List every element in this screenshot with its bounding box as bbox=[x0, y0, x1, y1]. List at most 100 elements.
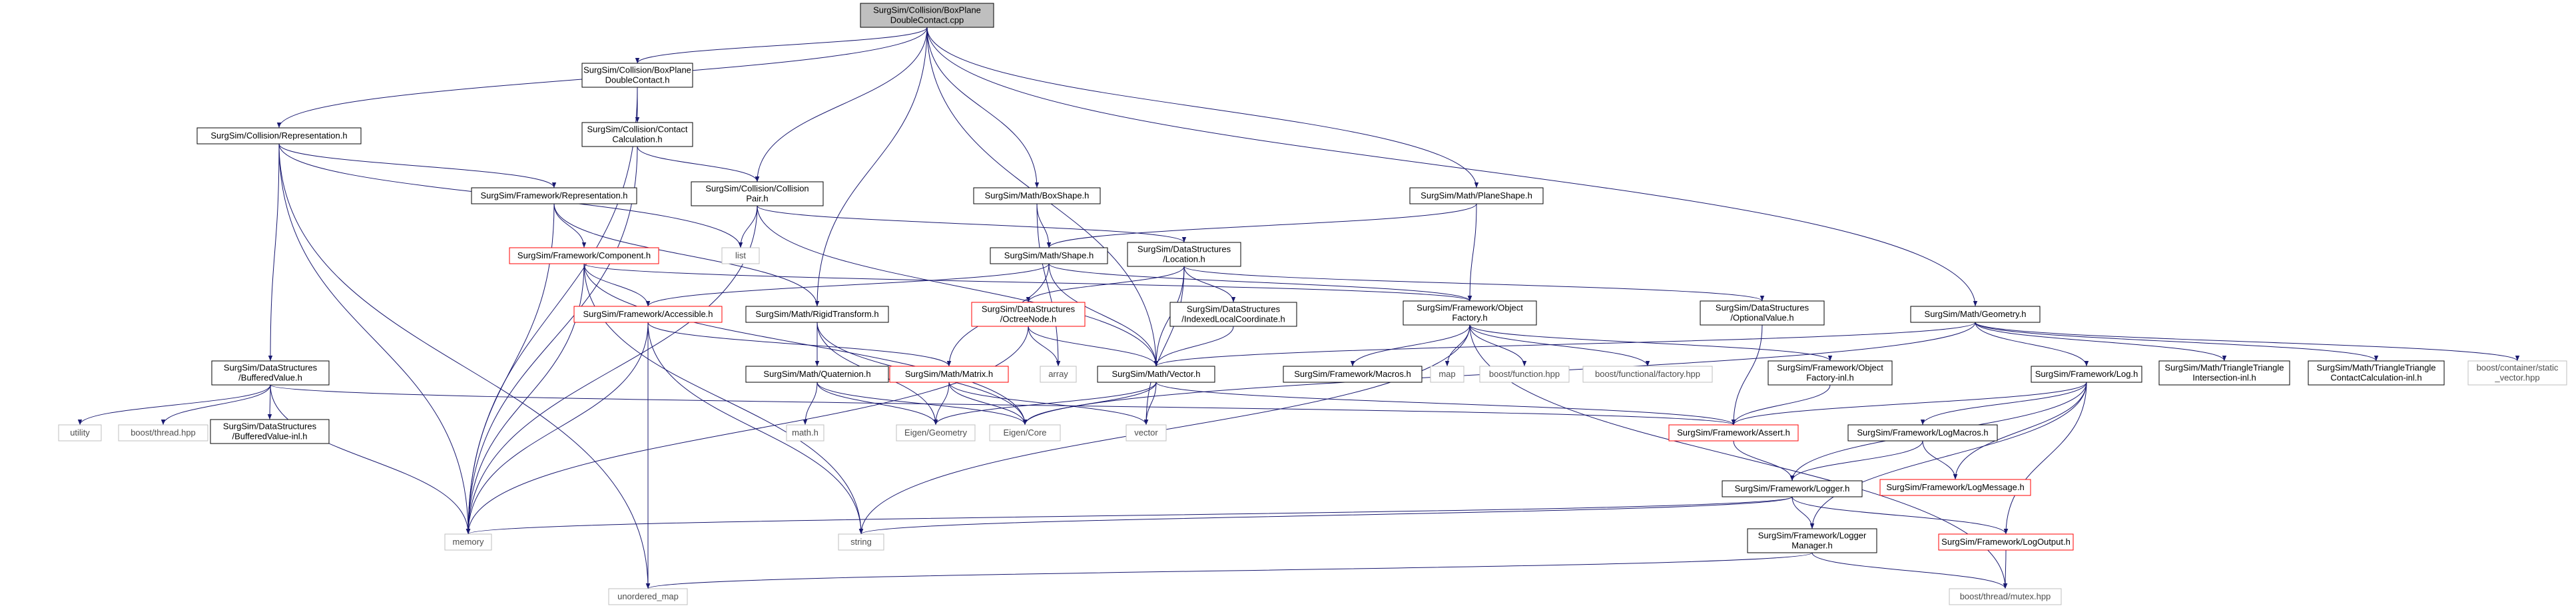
node-boost_thread: boost/thread.hpp bbox=[118, 424, 208, 442]
edge-fw_component-to-memory bbox=[466, 263, 585, 535]
node-ds_buffered_inl-label: /BufferedValue-inl.h bbox=[232, 432, 308, 442]
edge-fw_accessible-to-math_matrix bbox=[647, 322, 952, 367]
node-boost_funcfactory: boost/functional/factory.hpp bbox=[1582, 366, 1713, 383]
node-math_shape[interactable]: SurgSim/Math/Shape.h bbox=[990, 247, 1108, 264]
node-math_geometry[interactable]: SurgSim/Math/Geometry.h bbox=[1910, 306, 2041, 323]
edge-math_quat-to-math_h bbox=[803, 382, 818, 426]
node-boost_static_vector-label: boost/container/static bbox=[2477, 363, 2559, 373]
edge-contact_calc-to-coll_pair bbox=[637, 146, 760, 182]
node-ds_optional-label: SurgSim/DataStructures bbox=[1716, 303, 1809, 313]
node-math_matrix-box bbox=[889, 366, 1009, 383]
node-ds_octree-label: /OctreeNode.h bbox=[1000, 314, 1057, 324]
node-fw_logmacros-label: SurgSim/Framework/LogMacros.h bbox=[1857, 428, 1988, 438]
node-fw_repr[interactable]: SurgSim/Framework/Representation.h bbox=[471, 187, 637, 204]
node-boost_mutex-box bbox=[1949, 588, 2062, 605]
node-root[interactable]: SurgSim/Collision/BoxPlaneDoubleContact.… bbox=[860, 3, 994, 28]
node-array-label: array bbox=[1048, 369, 1068, 379]
node-eigen_core-label: Eigen/Core bbox=[1003, 428, 1046, 438]
node-fw_logger-label: SurgSim/Framework/Logger.h bbox=[1735, 483, 1850, 493]
node-fw_component[interactable]: SurgSim/Framework/Component.h bbox=[509, 247, 659, 264]
node-boost_function: boost/function.hpp bbox=[1479, 366, 1570, 383]
node-math_matrix-label: SurgSim/Math/Matrix.h bbox=[905, 369, 993, 379]
edge-coll_pair-to-memory bbox=[466, 205, 758, 535]
edge-fw_accessible-to-memory bbox=[466, 322, 649, 535]
node-layer: SurgSim/Collision/BoxPlaneDoubleContact.… bbox=[58, 3, 2567, 605]
node-plane_shape-label: SurgSim/Math/PlaneShape.h bbox=[1421, 190, 1532, 200]
node-string: string bbox=[838, 533, 884, 551]
node-coll_repr-label: SurgSim/Collision/Representation.h bbox=[210, 131, 347, 141]
node-map-label: map bbox=[1439, 369, 1455, 379]
node-list-label: list bbox=[735, 250, 746, 260]
edge-fw_log-to-fw_logoutput bbox=[2003, 382, 2087, 535]
edge-layer bbox=[77, 27, 2519, 589]
node-tti_inl[interactable]: SurgSim/Math/TriangleTriangleIntersectio… bbox=[2158, 360, 2290, 386]
edge-root-to-math_geometry bbox=[926, 27, 1978, 307]
node-fw_logoutput[interactable]: SurgSim/Framework/LogOutput.h bbox=[1938, 533, 2074, 551]
node-ds_ilc-label: SurgSim/DataStructures bbox=[1187, 304, 1281, 314]
node-math_quat[interactable]: SurgSim/Math/Quaternion.h bbox=[745, 366, 889, 383]
edge-math_matrix-to-eigen_core bbox=[948, 382, 1028, 426]
node-ds_location[interactable]: SurgSim/DataStructures/Location.h bbox=[1127, 242, 1241, 267]
node-math_quat-label: SurgSim/Math/Quaternion.h bbox=[763, 369, 870, 379]
node-fw_logmessage[interactable]: SurgSim/Framework/LogMessage.h bbox=[1879, 479, 2031, 496]
node-bpdc_h[interactable]: SurgSim/Collision/BoxPlaneDoubleContact.… bbox=[581, 63, 693, 88]
node-fw_log[interactable]: SurgSim/Framework/Log.h bbox=[2031, 366, 2142, 383]
node-contact_calc[interactable]: SurgSim/Collision/ContactCalculation.h bbox=[581, 122, 693, 147]
node-fw_assert[interactable]: SurgSim/Framework/Assert.h bbox=[1668, 424, 1799, 442]
node-math_matrix[interactable]: SurgSim/Math/Matrix.h bbox=[889, 366, 1009, 383]
edge-ds_buffered-to-utility bbox=[77, 384, 271, 426]
node-coll_pair-label: SurgSim/Collision/Collision bbox=[705, 184, 808, 194]
node-ds_octree-box bbox=[971, 302, 1086, 327]
edge-math_shape-to-math_vector bbox=[1048, 263, 1159, 367]
edge-ds_octree-to-array bbox=[1028, 326, 1061, 367]
edge-fw_objfactory_inl-to-fw_assert bbox=[1731, 384, 1831, 426]
node-ttcc_inl[interactable]: SurgSim/Math/TriangleTriangleContactCalc… bbox=[2308, 360, 2445, 386]
edge-fw_logger-to-memory bbox=[466, 496, 1793, 535]
node-fw_component-box bbox=[509, 247, 659, 264]
node-tti_inl-box bbox=[2158, 360, 2290, 386]
node-ds_ilc[interactable]: SurgSim/DataStructures/IndexedLocalCoord… bbox=[1169, 302, 1297, 327]
node-box_shape[interactable]: SurgSim/Math/BoxShape.h bbox=[973, 187, 1101, 204]
node-coll_repr[interactable]: SurgSim/Collision/Representation.h bbox=[196, 127, 362, 145]
node-plane_shape[interactable]: SurgSim/Math/PlaneShape.h bbox=[1409, 187, 1544, 204]
node-ds_buffered[interactable]: SurgSim/DataStructures/BufferedValue.h bbox=[211, 360, 330, 386]
edge-math_vector-to-vector bbox=[1143, 382, 1157, 426]
edge-math_geometry-to-fw_log bbox=[1975, 322, 2089, 367]
node-fw_logger[interactable]: SurgSim/Framework/Logger.h bbox=[1722, 480, 1863, 497]
node-fw_accessible[interactable]: SurgSim/Framework/Accessible.h bbox=[573, 306, 723, 323]
edge-ds_location-to-vector bbox=[1143, 266, 1185, 426]
node-math_vector-label: SurgSim/Math/Vector.h bbox=[1112, 369, 1201, 379]
edge-math_geometry-to-boost_static_vector bbox=[1975, 322, 2519, 362]
node-fw_logoutput-label: SurgSim/Framework/LogOutput.h bbox=[1941, 537, 2071, 547]
node-boost_funcfactory-box bbox=[1582, 366, 1713, 383]
edge-math_quat-to-eigen_geometry bbox=[816, 382, 938, 426]
node-map: map bbox=[1430, 366, 1464, 383]
node-ds_buffered_inl[interactable]: SurgSim/DataStructures/BufferedValue-inl… bbox=[210, 419, 330, 444]
edge-root-to-plane_shape bbox=[926, 27, 1479, 188]
node-fw_logmacros[interactable]: SurgSim/Framework/LogMacros.h bbox=[1847, 424, 1998, 442]
node-ds_octree[interactable]: SurgSim/DataStructures/OctreeNode.h bbox=[971, 302, 1086, 327]
edge-math_matrix-to-eigen_geometry bbox=[933, 382, 950, 426]
edge-coll_repr-to-unordered_map bbox=[278, 143, 651, 589]
node-math_vector[interactable]: SurgSim/Math/Vector.h bbox=[1097, 366, 1215, 383]
node-fw_log-label: SurgSim/Framework/Log.h bbox=[2035, 369, 2138, 379]
edge-fw_objfactory-to-map bbox=[1445, 324, 1470, 367]
node-ds_optional[interactable]: SurgSim/DataStructures/OptionalValue.h bbox=[1700, 300, 1825, 326]
node-eigen_core: Eigen/Core bbox=[989, 424, 1061, 442]
node-fw_macros[interactable]: SurgSim/Framework/Macros.h bbox=[1283, 366, 1423, 383]
node-fw_objfactory_inl-label: Factory-inl.h bbox=[1806, 373, 1854, 383]
node-ds_buffered-label: SurgSim/DataStructures bbox=[224, 363, 318, 373]
node-root-label: DoubleContact.cpp bbox=[890, 15, 964, 25]
edge-fw_log-to-fw_loggermgr bbox=[1809, 382, 2087, 529]
node-ds_ilc-label: /IndexedLocalCoordinate.h bbox=[1181, 314, 1285, 324]
node-fw_macros-label: SurgSim/Framework/Macros.h bbox=[1294, 369, 1411, 379]
node-memory-box bbox=[444, 533, 492, 551]
edge-box_shape-to-array bbox=[1036, 203, 1061, 367]
node-rigid_transform[interactable]: SurgSim/Math/RigidTransform.h bbox=[745, 306, 889, 323]
node-fw_objfactory-label: Factory.h bbox=[1452, 313, 1487, 323]
edge-fw_logmacros-to-fw_logmessage bbox=[1922, 440, 1958, 480]
